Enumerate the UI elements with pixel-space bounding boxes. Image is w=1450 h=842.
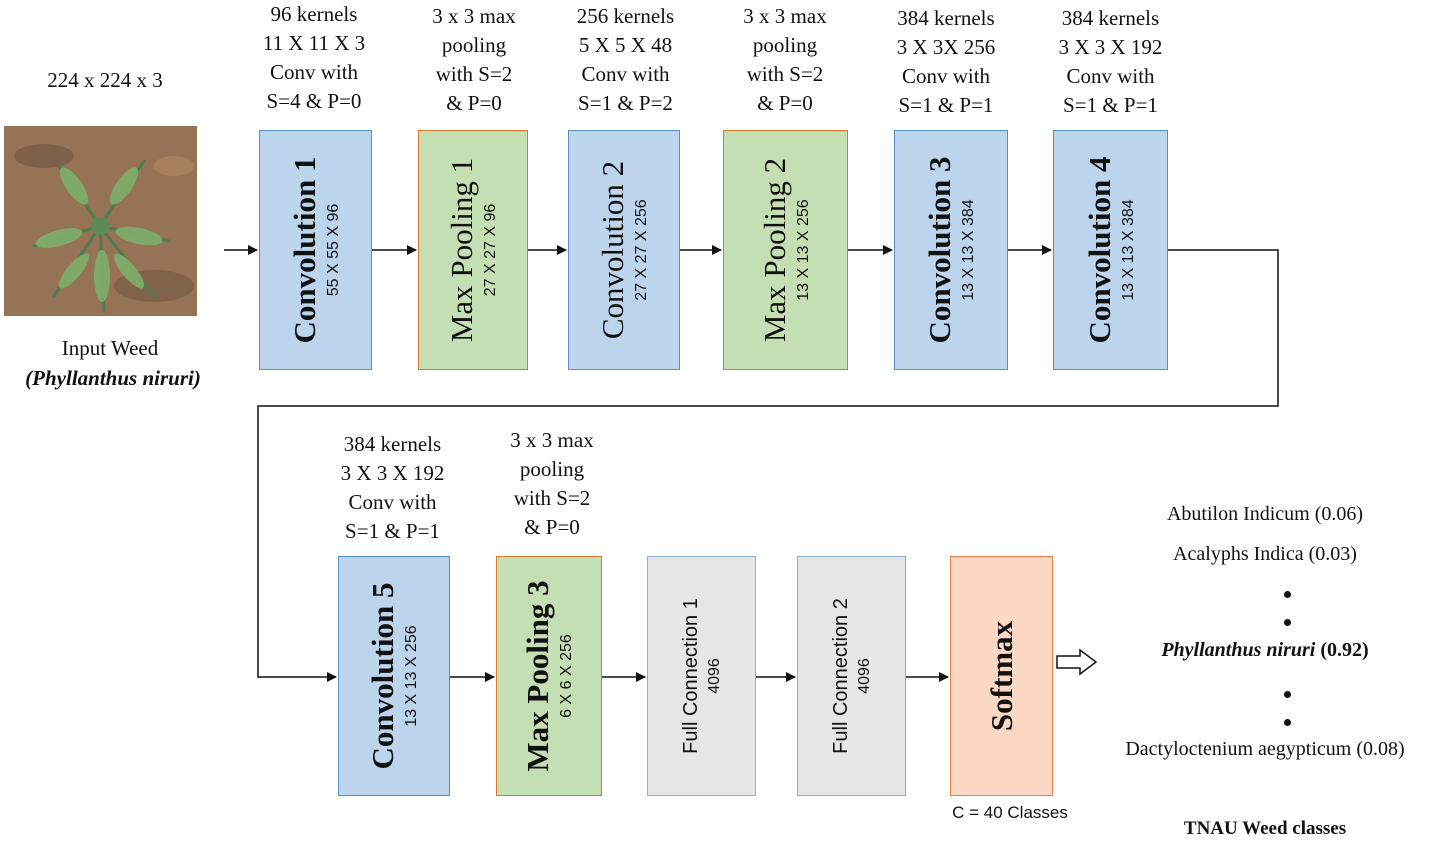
output-class-name: Dactyloctenium aegypticum bbox=[1125, 738, 1352, 760]
conv4-caption-line: 3 X 3 X 192 bbox=[1058, 35, 1163, 59]
output-class-item: Acalyphs Indica (0.03) bbox=[1095, 541, 1435, 567]
weed-plant-image bbox=[4, 126, 197, 316]
conv1-name: Convolution 1 bbox=[286, 156, 322, 344]
pool1-caption-line: & P=0 bbox=[446, 91, 502, 115]
pool3-caption-line: & P=0 bbox=[524, 515, 580, 539]
input-species-label: (Phyllanthus niruri) bbox=[25, 366, 201, 390]
output-class-item: Dactyloctenium aegypticum (0.08) bbox=[1095, 736, 1435, 762]
input-weed-photo bbox=[4, 126, 197, 316]
fc1-name: Full Connection 1 bbox=[679, 598, 702, 754]
wrap-connector bbox=[257, 249, 1279, 682]
conv2-dims: 27 X 27 X 256 bbox=[633, 199, 650, 301]
conv2-caption: 256 kernels 5 X 5 X 48 Conv with S=1 & P… bbox=[553, 2, 698, 118]
pool3-caption: 3 x 3 max pooling with S=2 & P=0 bbox=[482, 426, 622, 542]
pool1-dims: 27 X 27 X 96 bbox=[482, 203, 499, 297]
pool3-name: Max Pooling 3 bbox=[520, 580, 555, 772]
softmax-name: Softmax bbox=[983, 620, 1019, 732]
input-name-label: Input Weed bbox=[61, 336, 159, 360]
conv2-caption-line: 5 X 5 X 48 bbox=[578, 33, 673, 57]
conv5-caption-line: S=1 & P=1 bbox=[345, 519, 440, 543]
conv1-caption-line: Conv with bbox=[269, 60, 359, 84]
ellipsis-dot bbox=[1284, 719, 1291, 726]
conv5-dims: 13 X 13 X 256 bbox=[403, 625, 420, 727]
ellipsis-dot bbox=[1284, 691, 1291, 698]
conv1-dims: 55 X 55 X 96 bbox=[324, 203, 342, 297]
pool3-caption-line: pooling bbox=[519, 457, 585, 481]
conv5-caption: 384 kernels 3 X 3 X 192 Conv with S=1 & … bbox=[320, 430, 465, 546]
conv5-block: Convolution 5 13 X 13 X 256 bbox=[338, 556, 450, 796]
conv2-caption-line: Conv with bbox=[581, 62, 670, 86]
conv5-name: Convolution 5 bbox=[365, 582, 400, 770]
pool2-caption-line: with S=2 bbox=[746, 62, 824, 86]
conv1-block: Convolution 1 55 X 55 X 96 bbox=[259, 130, 372, 370]
ellipsis-dot bbox=[1284, 591, 1291, 598]
conv4-name: Convolution 4 bbox=[1081, 156, 1117, 344]
conv4-caption-line: Conv with bbox=[1066, 64, 1155, 88]
conv4-caption-line: 384 kernels bbox=[1061, 6, 1160, 30]
pool2-caption-line: pooling bbox=[752, 33, 818, 57]
output-class-prob: (0.06) bbox=[1314, 503, 1364, 525]
pool3-caption-line: with S=2 bbox=[513, 486, 591, 510]
conv1-caption: 96 kernels 11 X 11 X 3 Conv with S=4 & P… bbox=[244, 0, 384, 116]
pool2-block: Max Pooling 2 13 X 13 X 256 bbox=[723, 130, 848, 370]
pool2-caption: 3 x 3 max pooling with S=2 & P=0 bbox=[715, 2, 855, 118]
conv2-caption-line: S=1 & P=2 bbox=[578, 91, 673, 115]
softmax-classes-label: C = 40 Classes bbox=[952, 803, 1068, 822]
conv3-caption-line: S=1 & P=1 bbox=[898, 93, 994, 117]
pool3-dims: 6 X 6 X 256 bbox=[558, 634, 575, 718]
pool1-caption-line: with S=2 bbox=[435, 62, 513, 86]
conv2-caption-line: 256 kernels bbox=[576, 4, 675, 28]
fc2-name: Full Connection 2 bbox=[829, 598, 852, 754]
pool1-name: Max Pooling 1 bbox=[444, 157, 479, 343]
conv3-dims: 13 X 13 X 384 bbox=[960, 199, 977, 301]
pool1-caption-line: 3 x 3 max bbox=[432, 4, 516, 28]
fc1-dims: 4096 bbox=[705, 658, 723, 694]
fc2-dims: 4096 bbox=[855, 658, 873, 694]
pool1-caption: 3 x 3 max pooling with S=2 & P=0 bbox=[404, 2, 544, 118]
conv5-caption-line: 384 kernels bbox=[343, 432, 442, 456]
pool2-dims: 13 X 13 X 256 bbox=[794, 199, 812, 301]
output-class-item: Abutilon Indicum (0.06) bbox=[1095, 501, 1435, 527]
output-class-prob: (0.08) bbox=[1356, 738, 1405, 760]
conv5-caption-line: 3 X 3 X 192 bbox=[340, 461, 445, 485]
conv2-name: Convolution 2 bbox=[595, 160, 630, 340]
conv3-caption-line: 384 kernels bbox=[897, 6, 995, 30]
output-footer: TNAU Weed classes bbox=[1183, 818, 1347, 839]
ellipsis-dot bbox=[1284, 619, 1291, 626]
fc2-block: Full Connection 2 4096 bbox=[797, 556, 906, 796]
conv4-dims: 13 X 13 X 384 bbox=[1119, 199, 1137, 301]
pool3-caption-line: 3 x 3 max bbox=[510, 428, 594, 452]
output-class-name: Abutilon Indicum bbox=[1166, 503, 1310, 525]
conv1-caption-line: 96 kernels bbox=[270, 2, 358, 26]
output-class-name: Acalyphs Indica bbox=[1173, 543, 1304, 565]
pool1-block: Max Pooling 1 27 X 27 X 96 bbox=[418, 130, 528, 370]
pool2-name: Max Pooling 2 bbox=[756, 157, 792, 343]
fc1-block: Full Connection 1 4096 bbox=[647, 556, 756, 796]
conv2-block: Convolution 2 27 X 27 X 256 bbox=[568, 130, 680, 370]
input-size-label: 224 x 224 x 3 bbox=[47, 68, 163, 92]
pool2-caption-line: 3 x 3 max bbox=[743, 4, 827, 28]
conv3-caption-line: Conv with bbox=[901, 64, 991, 88]
pool2-caption-line: & P=0 bbox=[757, 91, 813, 115]
pool3-block: Max Pooling 3 6 X 6 X 256 bbox=[496, 556, 602, 796]
conv4-caption-line: S=1 & P=1 bbox=[1063, 93, 1158, 117]
conv3-caption-line: 3 X 3X 256 bbox=[896, 35, 996, 59]
conv3-caption: 384 kernels 3 X 3X 256 Conv with S=1 & P… bbox=[876, 4, 1016, 120]
conv3-block: Convolution 3 13 X 13 X 384 bbox=[894, 130, 1008, 370]
output-hollow-arrow bbox=[1056, 648, 1098, 676]
output-class-prob: (0.92) bbox=[1320, 639, 1369, 661]
conv4-caption: 384 kernels 3 X 3 X 192 Conv with S=1 & … bbox=[1038, 4, 1183, 120]
conv5-caption-line: Conv with bbox=[348, 490, 437, 514]
conv1-caption-line: S=4 & P=0 bbox=[266, 89, 362, 113]
conv1-caption-line: 11 X 11 X 3 bbox=[262, 31, 366, 55]
output-class-item-predicted: Phyllanthus niruri (0.92) bbox=[1095, 637, 1435, 663]
conv4-block: Convolution 4 13 X 13 X 384 bbox=[1053, 130, 1168, 370]
softmax-block: Softmax bbox=[950, 556, 1053, 796]
output-class-prob: (0.03) bbox=[1308, 543, 1357, 565]
conv3-name: Convolution 3 bbox=[922, 156, 957, 344]
pool1-caption-line: pooling bbox=[441, 33, 507, 57]
output-class-name: Phyllanthus niruri bbox=[1161, 639, 1316, 661]
